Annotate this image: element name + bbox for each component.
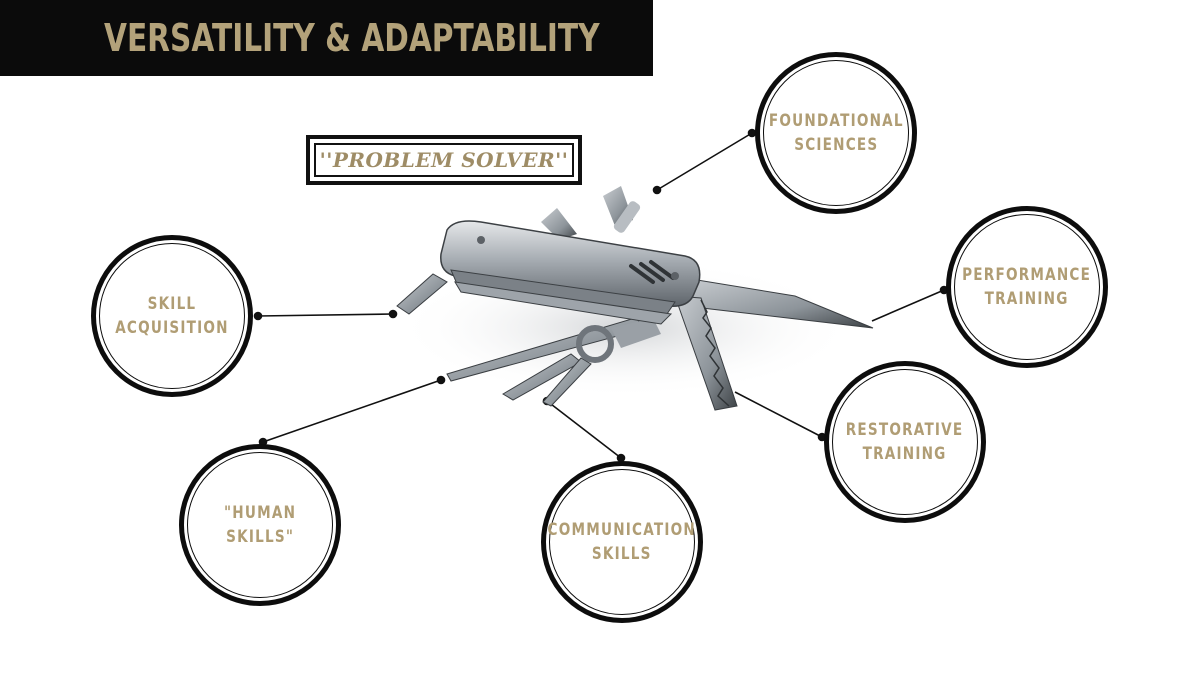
node-label: RESTORATIVE TRAINING <box>846 420 964 464</box>
node-performance-training: PERFORMANCE TRAINING <box>946 206 1108 368</box>
node-label: COMMUNICATION SKILLS <box>547 520 697 564</box>
connector-skill-acquisition <box>257 313 394 317</box>
slide-title: VERSATILITY & ADAPTABILITY <box>104 16 600 60</box>
node-label: FOUNDATIONAL SCIENCES <box>768 111 904 155</box>
connector-dot <box>436 375 446 385</box>
connector-restorative-training <box>734 391 823 438</box>
connector-dot <box>652 185 662 195</box>
node-foundational-sciences: FOUNDATIONAL SCIENCES <box>755 52 917 214</box>
connector-human-skills <box>262 379 442 443</box>
node-skill-acquisition: SKILL ACQUISITION <box>91 235 253 397</box>
node-label: "HUMAN SKILLS" <box>223 503 297 547</box>
connector-communication-skills <box>546 400 622 459</box>
node-label: PERFORMANCE TRAINING <box>962 265 1092 309</box>
connector-dot <box>388 309 398 319</box>
tagline-inner-border: ''PROBLEM SOLVER'' <box>314 143 574 177</box>
node-label: SKILL ACQUISITION <box>115 294 229 338</box>
title-bar: VERSATILITY & ADAPTABILITY <box>0 0 653 76</box>
tagline-box: ''PROBLEM SOLVER'' <box>306 135 582 185</box>
connector-dot <box>253 311 263 321</box>
node-restorative-training: RESTORATIVE TRAINING <box>824 361 986 523</box>
connector-foundational-sciences <box>656 132 753 191</box>
tagline-text: ''PROBLEM SOLVER'' <box>319 148 569 172</box>
connector-performance-training <box>871 289 945 322</box>
node-human-skills: "HUMAN SKILLS" <box>179 444 341 606</box>
swiss-army-knife-icon <box>395 186 874 411</box>
node-communication-skills: COMMUNICATION SKILLS <box>541 461 703 623</box>
